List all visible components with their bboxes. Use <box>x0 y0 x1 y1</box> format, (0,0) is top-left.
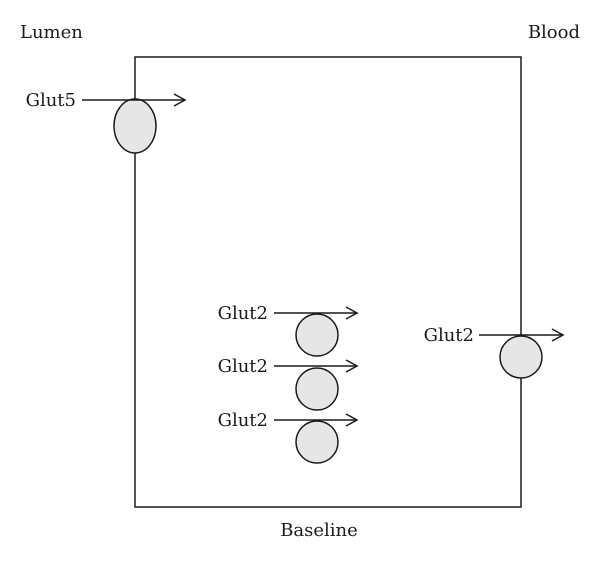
glut2-basolateral-transporter: Glut2 <box>424 325 565 379</box>
glut5-transporter: Glut5 <box>26 90 187 154</box>
blood-label: Blood <box>528 22 580 43</box>
glut5-label: Glut5 <box>26 90 76 111</box>
glut2-label: Glut2 <box>218 303 268 324</box>
glut2-transporter-2: Glut2 <box>218 356 359 411</box>
cell-membrane <box>134 56 522 508</box>
glut2-transporter-1: Glut2 <box>218 303 359 357</box>
glut5-shape <box>113 98 157 154</box>
glut2-basolateral-shape <box>499 335 543 379</box>
glut2-label: Glut2 <box>218 356 268 377</box>
glut2-shape <box>295 313 339 357</box>
glut2-shape <box>295 367 339 411</box>
glut2-transporter-3: Glut2 <box>218 410 359 464</box>
glut2-label: Glut2 <box>218 410 268 431</box>
glut2-basolateral-label: Glut2 <box>424 325 474 346</box>
diagram-caption: Baseline <box>280 520 358 541</box>
glut2-shape <box>295 420 339 464</box>
lumen-label: Lumen <box>20 22 83 43</box>
